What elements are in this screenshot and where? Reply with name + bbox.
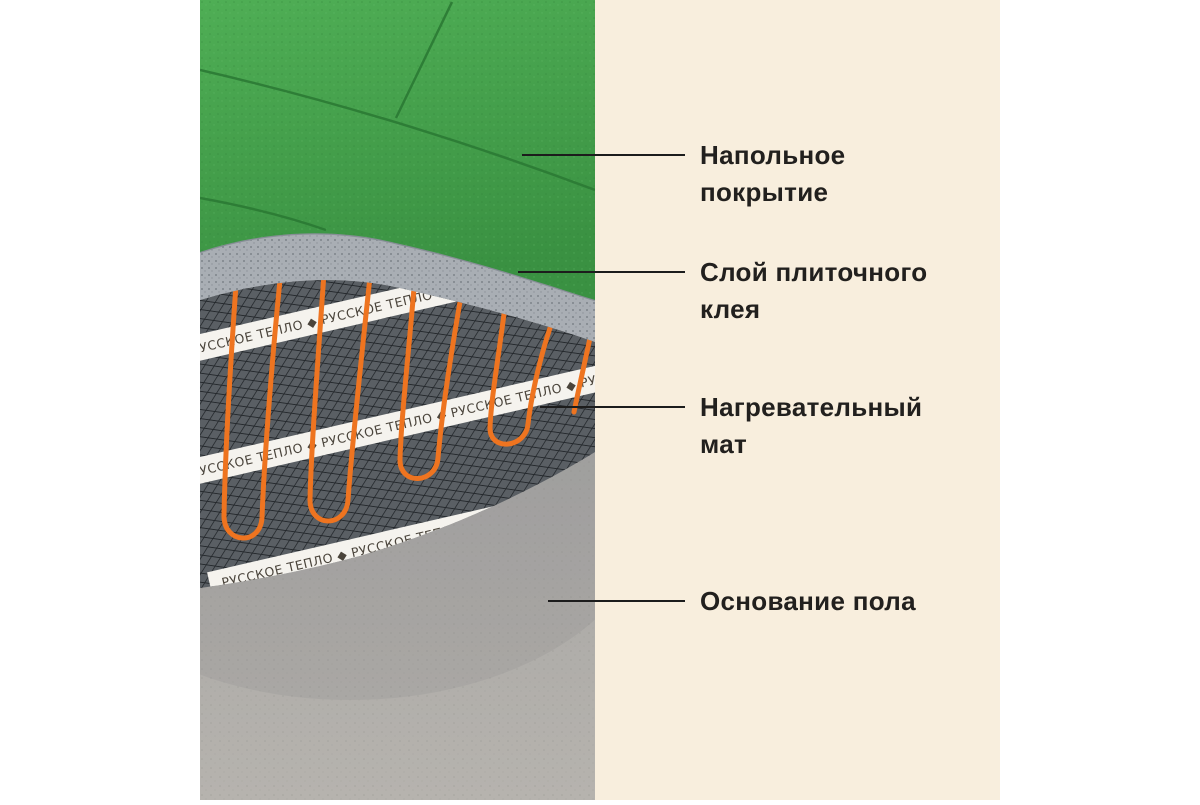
tape-strip [200, 279, 595, 365]
leader-heating-mat [540, 406, 685, 408]
callout-heating-mat-line1: Нагревательный [700, 392, 923, 422]
callout-floor-covering-line1: Напольное [700, 140, 846, 170]
leader-floor-covering [522, 154, 685, 156]
callout-tile-adhesive: Слой плиточного клея [700, 254, 927, 328]
floor-layers-illustration: РУССКОЕ ТЕПЛО ◆ РУССКОЕ ТЕПЛО ◆ РУССКОЕ … [50, 0, 650, 800]
callout-heating-mat: Нагревательный мат [700, 389, 922, 463]
floor-covering-layer [199, 0, 596, 300]
callout-heating-mat-line2: мат [700, 429, 747, 459]
tape-strip [200, 349, 595, 488]
callout-floor-base-line1: Основание пола [700, 586, 916, 616]
tile-seams [199, 1, 596, 232]
leader-floor-base [548, 600, 685, 602]
diagram-content: РУССКОЕ ТЕПЛО ◆ РУССКОЕ ТЕПЛО ◆ РУССКОЕ … [50, 0, 1000, 800]
callout-tile-adhesive-line2: клея [700, 294, 761, 324]
floor-cutaway-svg: РУССКОЕ ТЕПЛО ◆ РУССКОЕ ТЕПЛО ◆ РУССКОЕ … [50, 0, 650, 800]
callout-tile-adhesive-line1: Слой плиточного [700, 257, 928, 287]
callout-floor-covering-line2: покрытие [700, 177, 829, 207]
labels-panel: Напольное покрытие Слой плиточного клея … [595, 0, 1000, 800]
callout-floor-covering: Напольное покрытие [700, 137, 845, 211]
callout-floor-base: Основание пола [700, 583, 916, 620]
leader-tile-adhesive [518, 271, 685, 273]
